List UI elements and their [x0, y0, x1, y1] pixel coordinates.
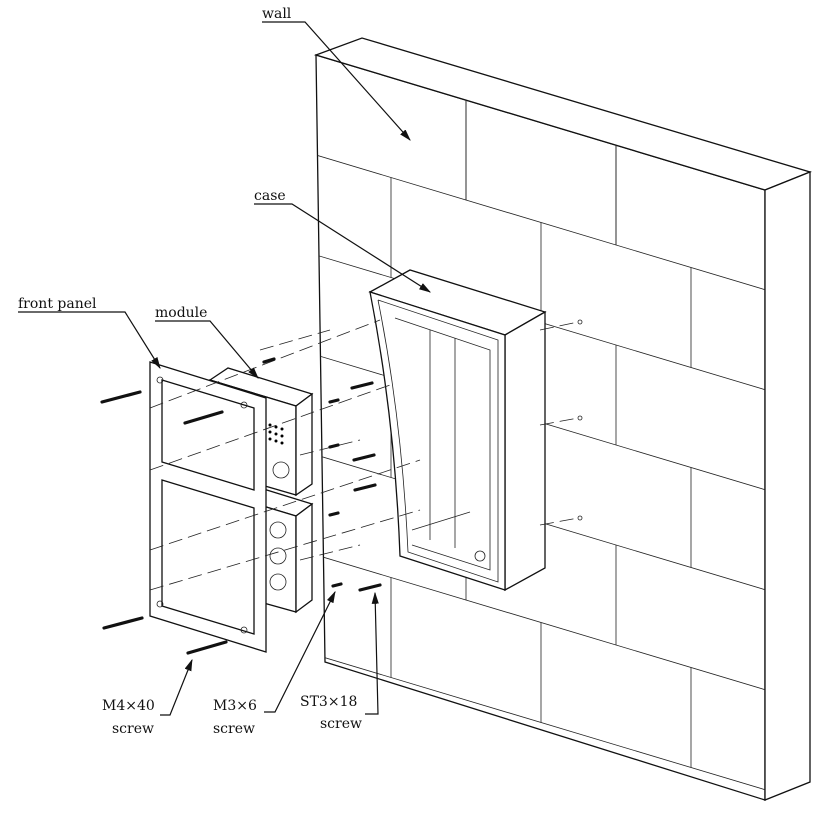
label-m3-kind: screw — [213, 721, 255, 737]
m4x40-screws — [100, 390, 228, 655]
label-st3-kind: screw — [320, 716, 362, 732]
st3x18-screws — [350, 381, 382, 592]
label-wall: wall — [262, 6, 411, 141]
alignment-lines — [149, 319, 579, 591]
label-case-text: case — [254, 188, 286, 204]
label-m3x6: M3×6 screw — [213, 590, 336, 737]
label-front-panel: front panel — [18, 296, 161, 370]
label-wall-text: wall — [262, 6, 292, 22]
label-m4x40: M4×40 screw — [102, 658, 193, 737]
m3x6-screws — [262, 357, 343, 588]
label-case: case — [254, 188, 432, 293]
label-m3-size: M3×6 — [213, 698, 257, 714]
case — [368, 269, 547, 592]
brick-course-line — [316, 554, 765, 691]
label-m4-size: M4×40 — [102, 698, 155, 714]
front-panel — [149, 361, 267, 653]
label-st3-size: ST3×18 — [300, 694, 357, 710]
brick-course-line — [316, 154, 765, 291]
label-front-panel-text: front panel — [18, 296, 97, 312]
label-m4-kind: screw — [112, 721, 154, 737]
label-module-text: module — [155, 305, 207, 321]
wall-holes — [577, 319, 583, 521]
speaker-grille — [268, 423, 284, 445]
label-st3x18: ST3×18 screw — [300, 591, 379, 732]
label-module: module — [155, 305, 259, 379]
